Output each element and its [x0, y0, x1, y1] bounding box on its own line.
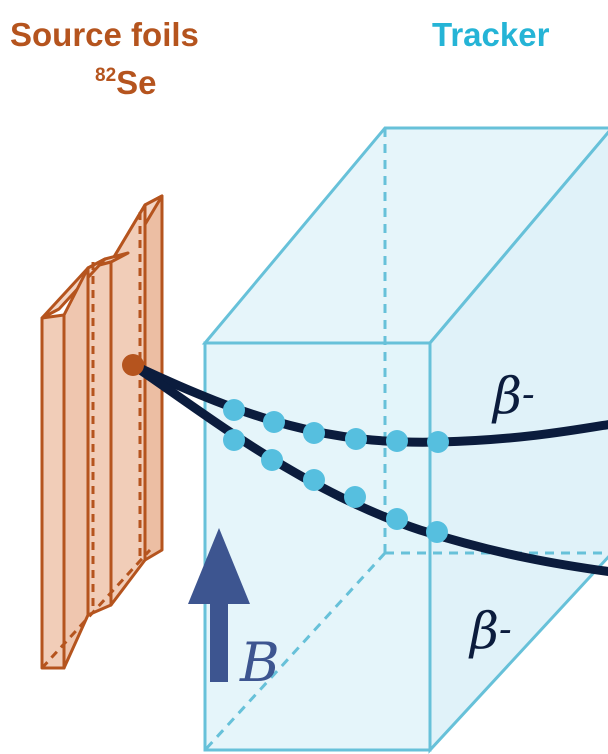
source-foil-1-panel — [62, 266, 90, 670]
isotope-mass-number: 82 — [95, 65, 117, 86]
source-foils-title: Source foils — [10, 16, 199, 53]
field-label: B — [239, 631, 280, 694]
hit-upper-5 — [386, 430, 408, 452]
hit-lower-1 — [223, 429, 245, 451]
tracker-hidden-edge-diagonal — [203, 551, 387, 752]
beta-lower-label: β- — [468, 602, 512, 660]
field-arrow-shaft — [210, 600, 228, 682]
tracker-hits — [223, 399, 449, 543]
upper-beta-track — [128, 360, 608, 447]
hit-upper-4 — [345, 428, 367, 450]
hit-upper-2 — [263, 411, 285, 433]
hit-upper-3 — [303, 422, 325, 444]
decay-vertex — [122, 354, 144, 376]
isotope-label: 82Se — [95, 66, 157, 99]
hit-lower-2 — [261, 449, 283, 471]
hit-lower-6 — [426, 521, 448, 543]
source-foil-1-front — [40, 313, 66, 670]
beta-upper-label: β- — [491, 367, 535, 425]
source-foil-3-front — [109, 203, 147, 607]
hit-upper-1 — [223, 399, 245, 421]
hit-lower-3 — [303, 469, 325, 491]
hit-lower-4 — [344, 486, 366, 508]
source-foils — [40, 194, 164, 670]
field-arrow-head — [188, 528, 250, 604]
isotope-symbol: Se — [116, 64, 157, 101]
source-foil-hidden-edges — [40, 212, 152, 670]
tracker-title: Tracker — [432, 16, 550, 53]
hit-lower-5 — [386, 508, 408, 530]
source-foil-2-front — [86, 260, 113, 617]
tracker-box — [201, 126, 608, 754]
magnetic-field-arrow — [188, 528, 250, 682]
hit-upper-6 — [427, 431, 449, 453]
